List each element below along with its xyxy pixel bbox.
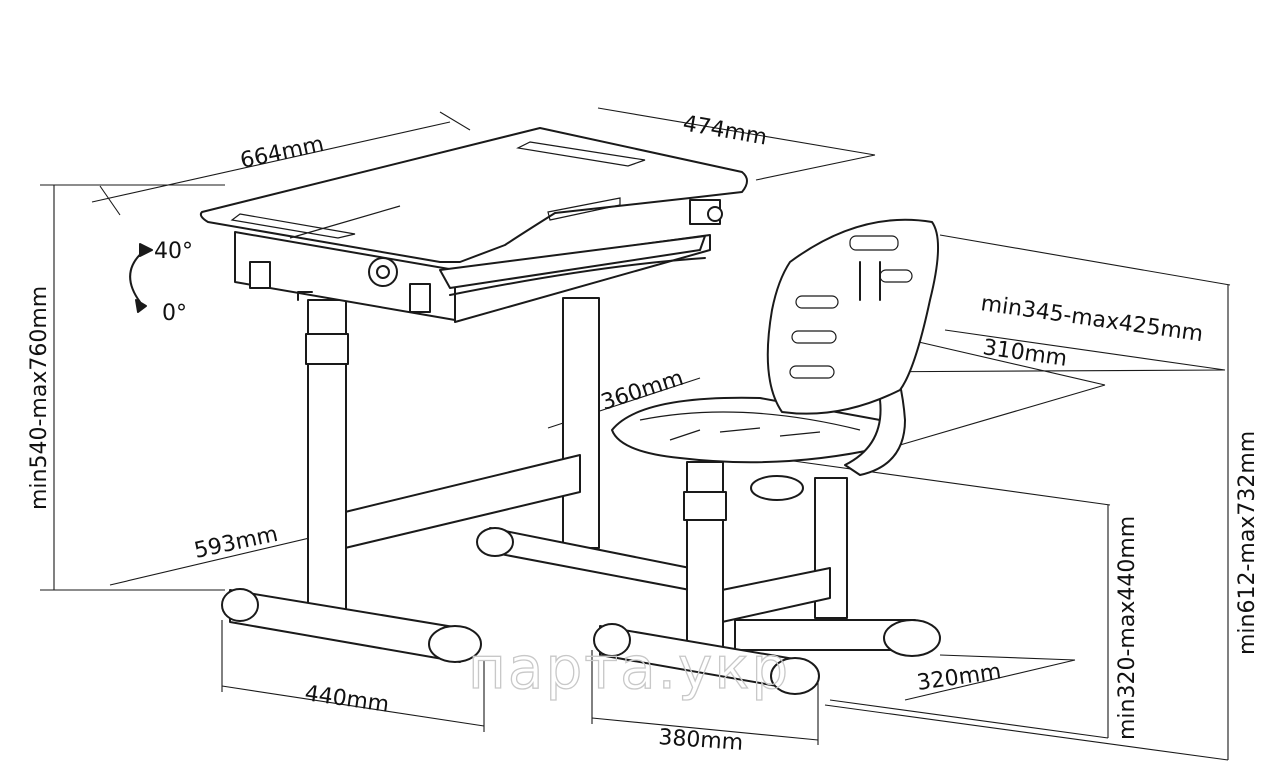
chair-front-post [686, 461, 724, 649]
desk-base-label: 440mm [303, 681, 391, 718]
desk-top [199, 127, 748, 263]
dimension-lines [40, 107, 1231, 761]
desk-width-label: 664mm [238, 132, 326, 174]
chair-base-depth-label: 320mm [915, 659, 1003, 696]
chair-height-label: min612-max732mm [1235, 431, 1260, 655]
chair [593, 218, 941, 695]
desk-depth-label: 474mm [681, 111, 769, 150]
seat-adjust-knob [750, 475, 804, 501]
tilt-min-label: 0° [162, 301, 187, 326]
desk-back-post [562, 297, 600, 549]
desk-crossbar [344, 454, 581, 549]
tilt-arrow-icon [129, 243, 153, 313]
desk-leg-span-label: 593mm [192, 522, 280, 564]
desk [199, 127, 748, 663]
desk-height-label: min540-max760mm [27, 286, 52, 510]
chair-base-width-label: 380mm [658, 725, 744, 756]
desk-tray [439, 235, 706, 289]
chair-backrest [766, 218, 939, 415]
seat-height-label: min320-max440mm [1115, 516, 1140, 740]
backrest-handle [849, 235, 899, 251]
watermark: парта.укр [468, 634, 790, 702]
tilt-max-label: 40° [154, 239, 193, 264]
